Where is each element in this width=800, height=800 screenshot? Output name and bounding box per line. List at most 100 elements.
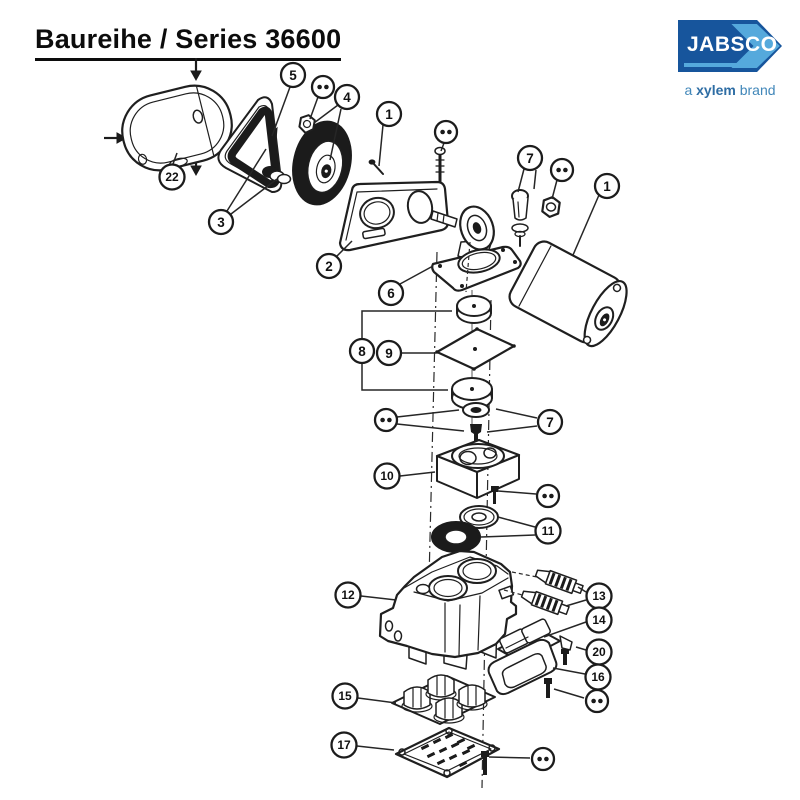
- svg-text:2: 2: [325, 259, 333, 274]
- leader-line: [172, 152, 178, 165]
- callout-service-kit: [373, 407, 399, 433]
- svg-text:1: 1: [603, 179, 611, 194]
- callout-5: 5: [279, 61, 307, 89]
- svg-text:12: 12: [341, 588, 355, 602]
- seal-set-part: [431, 505, 499, 553]
- leader-line: [360, 595, 397, 601]
- drive-belt-part: [227, 106, 281, 189]
- cam-disc-stack-part: [435, 290, 516, 430]
- svg-text:1: 1: [385, 107, 393, 122]
- leader-line: [565, 599, 587, 607]
- brand-tagline: a xylem brand: [678, 82, 782, 98]
- page-title: Baureihe / Series 36600: [35, 24, 342, 61]
- callout-3: 3: [207, 208, 235, 236]
- tagline-prefix: a: [684, 82, 697, 98]
- svg-text:11: 11: [542, 524, 555, 538]
- leader-line: [399, 265, 434, 285]
- leader-line: [495, 408, 538, 419]
- callout-17: 17: [330, 731, 358, 759]
- tagline-xylem: xylem: [696, 82, 736, 98]
- leader-line: [551, 179, 558, 200]
- gasket-part: [487, 638, 558, 698]
- leader-line: [497, 516, 536, 528]
- leader-line: [329, 108, 342, 161]
- belt-guard-part: [217, 96, 292, 193]
- callout-1: 1: [375, 100, 403, 128]
- svg-text:16: 16: [591, 670, 605, 684]
- leader-line: [399, 471, 436, 477]
- callout-11: 11: [534, 517, 562, 545]
- leader-line: [572, 194, 600, 256]
- port-fittings-part: [503, 569, 584, 616]
- callout-service-kit: [530, 746, 556, 772]
- screw-part: [368, 159, 384, 175]
- callout-service-kit: [549, 157, 575, 183]
- svg-text:15: 15: [338, 689, 352, 703]
- callout-16: 16: [584, 663, 612, 691]
- callout-22: 22: [158, 163, 186, 191]
- svg-text:14: 14: [592, 613, 606, 627]
- base-plate-part: [394, 726, 501, 779]
- leader-line: [357, 697, 397, 704]
- callout-10: 10: [373, 462, 401, 490]
- shaft-nut-part: [541, 195, 561, 219]
- mounting-bracket-part: [338, 180, 450, 252]
- leader-line: [543, 621, 587, 638]
- center-axis-lines: [428, 251, 492, 789]
- svg-text:10: 10: [380, 469, 394, 483]
- leader-line: [480, 534, 536, 538]
- brand-wordmark: JABSCO: [687, 33, 778, 57]
- callout-13: 13: [585, 582, 613, 610]
- diaphragm-assembly-part: [391, 674, 496, 725]
- leader-line: [361, 364, 448, 391]
- svg-text:5: 5: [289, 68, 297, 83]
- svg-text:4: 4: [343, 90, 351, 105]
- leader-line: [356, 745, 395, 751]
- svg-text:7: 7: [546, 415, 554, 430]
- callout-service-kit: [535, 483, 561, 509]
- leader-line: [313, 104, 339, 124]
- leader-line: [396, 423, 465, 432]
- leader-line: [230, 178, 278, 215]
- callout-8: 8: [348, 337, 376, 365]
- leader-line: [517, 168, 525, 193]
- callout-7: 7: [536, 408, 564, 436]
- callout-15: 15: [331, 682, 359, 710]
- callout-service-kit: [433, 119, 459, 145]
- pulley-nut-part: [298, 114, 316, 134]
- tagline-suffix: brand: [735, 82, 776, 98]
- svg-text:8: 8: [358, 344, 366, 359]
- leader-line: [396, 409, 460, 418]
- end-cover-part: [121, 84, 233, 172]
- svg-text:7: 7: [526, 151, 534, 166]
- leader-line: [440, 142, 445, 152]
- leader-line: [378, 124, 384, 167]
- leader-line: [336, 240, 353, 257]
- callout-9: 9: [375, 339, 403, 367]
- small-valve-stack-part: [511, 189, 529, 247]
- motor-part: [508, 240, 628, 348]
- callout-service-kit: [310, 74, 336, 100]
- callout-20: 20: [585, 638, 613, 666]
- callout-6: 6: [377, 279, 405, 307]
- callout-1: 1: [593, 172, 621, 200]
- leader-line: [271, 86, 291, 137]
- leader-line: [361, 310, 452, 338]
- svg-text:17: 17: [337, 738, 351, 752]
- callout-14: 14: [585, 606, 613, 634]
- leader-line: [575, 646, 587, 651]
- callout-4: 4: [333, 83, 361, 111]
- leader-line: [577, 586, 587, 593]
- leader-line: [552, 667, 586, 675]
- leader-line: [497, 490, 537, 495]
- callout-12: 12: [334, 581, 362, 609]
- bearing-assembly-part: [430, 205, 522, 293]
- main-housing-part: [378, 549, 518, 670]
- svg-text:20: 20: [592, 645, 606, 659]
- callout-7: 7: [516, 144, 544, 172]
- leader-line: [533, 169, 537, 190]
- leader-line: [226, 148, 267, 212]
